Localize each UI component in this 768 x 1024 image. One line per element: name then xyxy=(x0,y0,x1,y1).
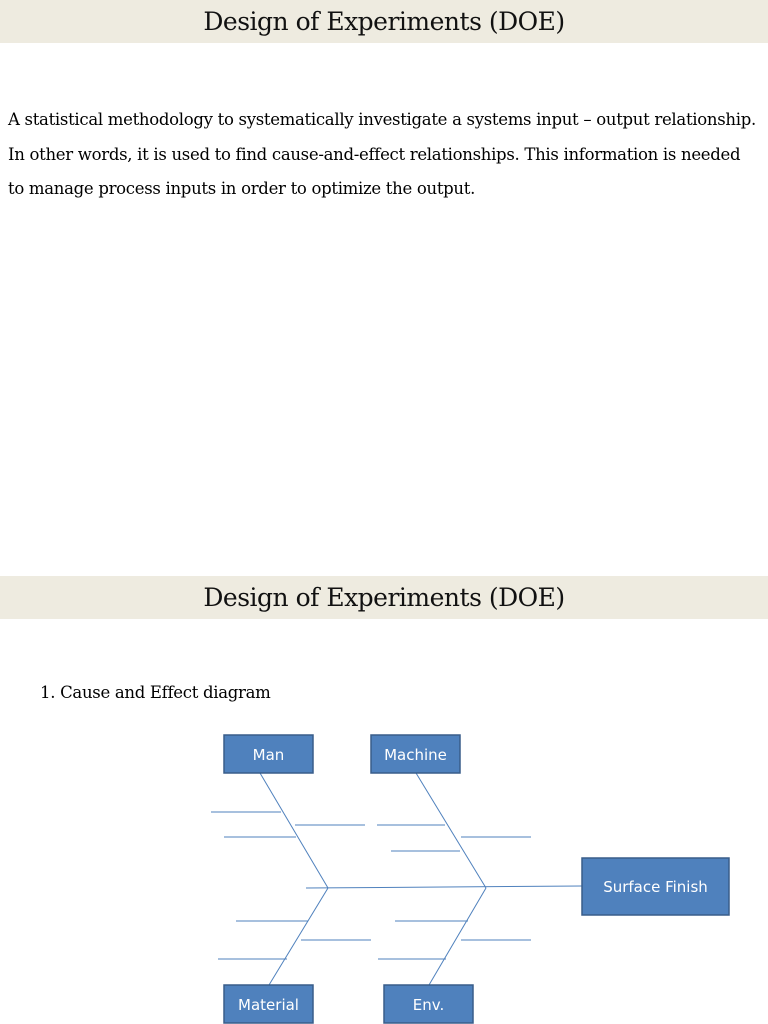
paragraph-definition: A statistical methodology to systematica… xyxy=(8,110,756,129)
rib-env xyxy=(428,887,487,986)
rib-material xyxy=(268,887,329,986)
cause-effect-diagram: Man Machine Material Env. Surface Finish xyxy=(211,734,730,1024)
cause-label-man: Man xyxy=(253,746,285,764)
effect-label: Surface Finish xyxy=(603,878,708,896)
slide-2: Design of Experiments (DOE) 1. Cause and… xyxy=(0,576,768,1024)
paragraph-explanation: In other words, it is used to find cause… xyxy=(8,144,741,199)
cause-label-machine: Machine xyxy=(384,746,447,764)
rib-machine xyxy=(415,772,487,889)
effect-box: Surface Finish xyxy=(581,857,730,916)
body-text: A statistical methodology to systematica… xyxy=(8,103,760,207)
title-bar: Design of Experiments (DOE) xyxy=(0,576,768,619)
slide-title: Design of Experiments (DOE) xyxy=(203,7,565,36)
slide-title: Design of Experiments (DOE) xyxy=(203,583,565,612)
spine-line xyxy=(305,885,583,889)
cause-label-env: Env. xyxy=(413,996,444,1014)
rib-man xyxy=(259,772,329,889)
cause-box-material: Material xyxy=(223,984,314,1024)
slide-1: Design of Experiments (DOE) A statistica… xyxy=(0,0,768,207)
cause-box-machine: Machine xyxy=(370,734,461,774)
diagram-caption: 1. Cause and Effect diagram xyxy=(40,683,271,702)
cause-label-material: Material xyxy=(238,996,299,1014)
cause-box-man: Man xyxy=(223,734,314,774)
title-bar: Design of Experiments (DOE) xyxy=(0,0,768,43)
cause-box-env: Env. xyxy=(383,984,474,1024)
fishbone-lines xyxy=(211,772,583,986)
